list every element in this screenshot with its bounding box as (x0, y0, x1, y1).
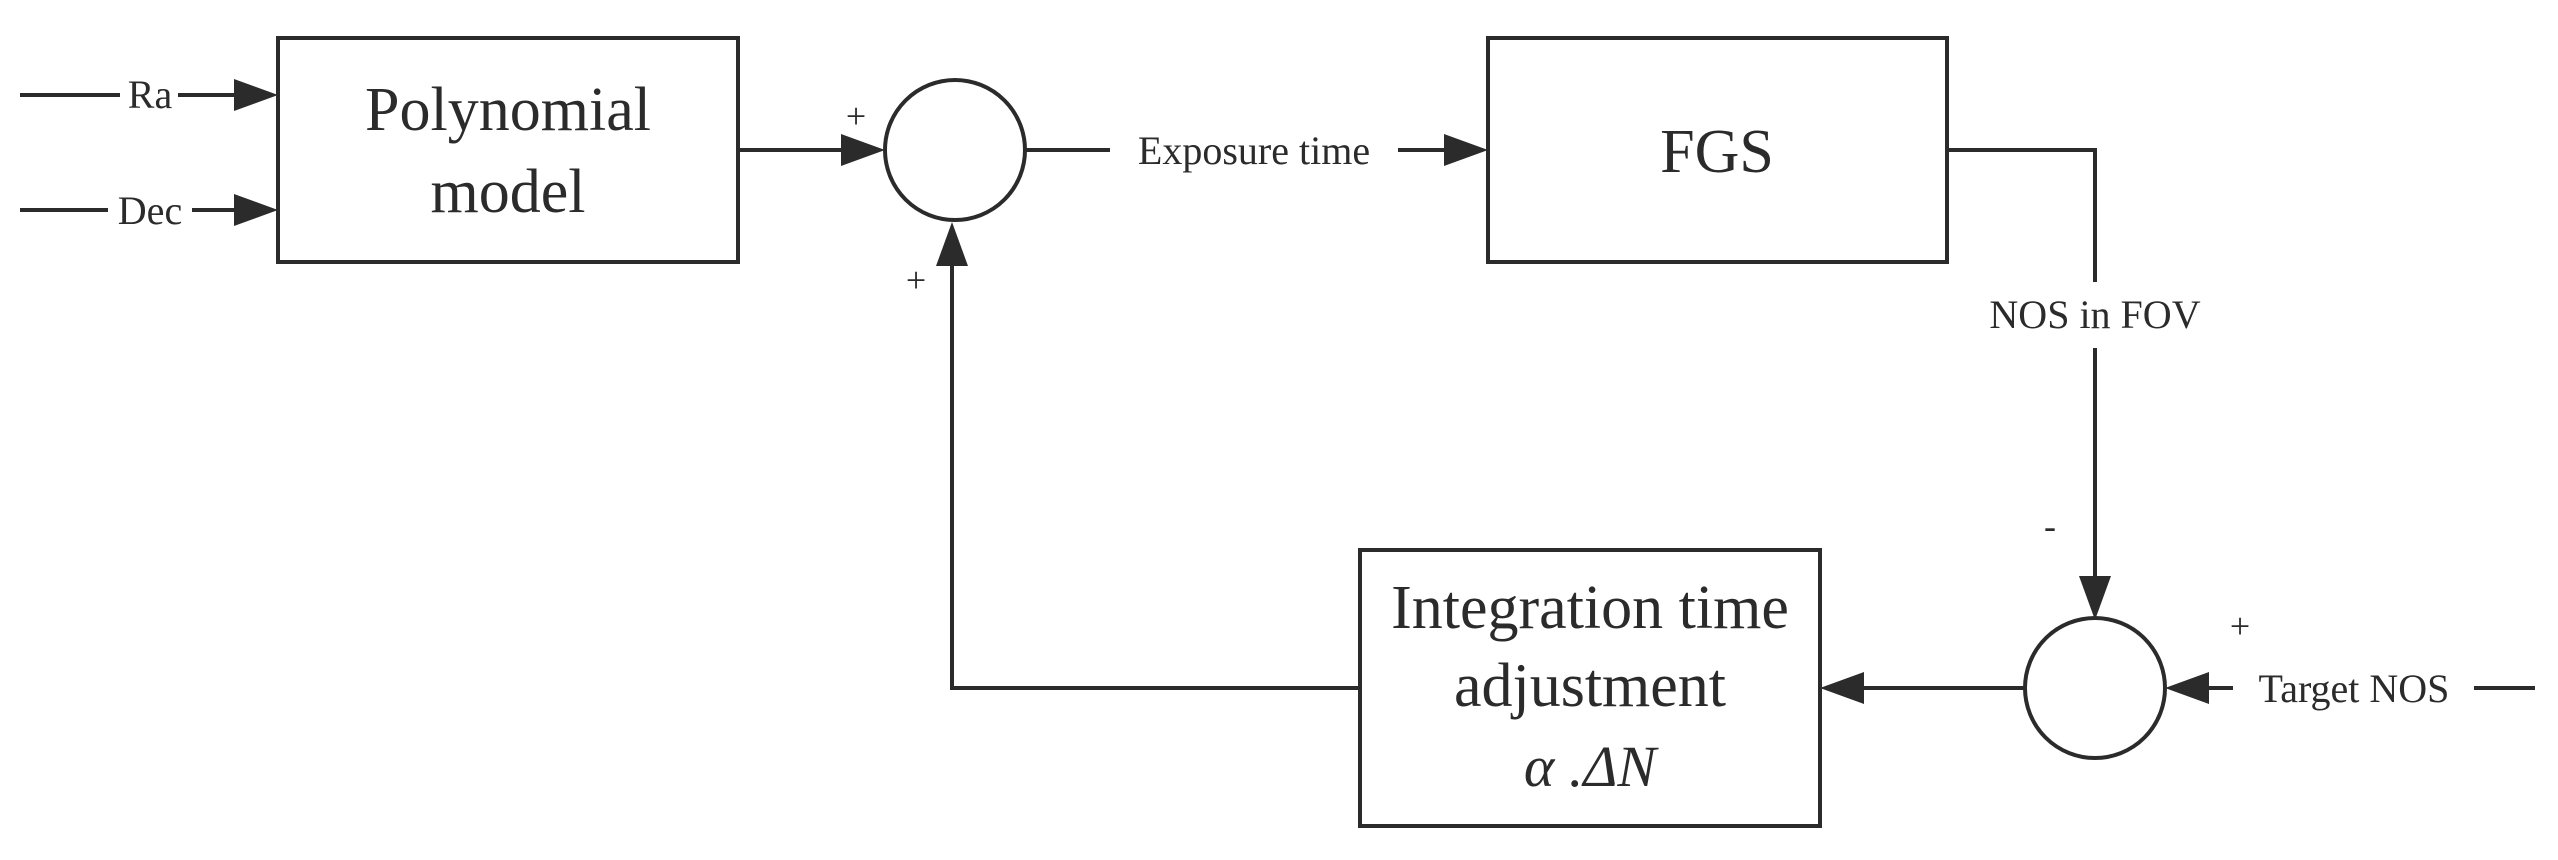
feedback-arrowhead-icon (936, 222, 968, 266)
error-arrowhead-icon (1820, 672, 1864, 704)
nos-arrowhead-icon (2079, 576, 2111, 620)
sum1-top-sign: + (846, 96, 866, 136)
target-nos-label: Target NOS (2259, 666, 2450, 711)
integration-label-line1: Integration time (1391, 574, 1789, 642)
fgs-output-line-top (1947, 148, 2097, 282)
integration-time-adjustment-block: Integration time adjustment α .ΔN (1358, 548, 1822, 828)
sum1-bottom-sign: + (906, 260, 926, 300)
target-nos-arrowhead-icon (2165, 672, 2209, 704)
integration-formula: α .ΔN (1524, 734, 1659, 799)
nos-in-fov-label: NOS in FOV (1989, 292, 2200, 337)
summing-junction-1 (883, 78, 1027, 222)
exposure-time-label: Exposure time (1138, 128, 1370, 173)
polynomial-model-block: Polynomial model (276, 36, 740, 264)
ra-label: Ra (128, 72, 173, 117)
sum2-right-sign: + (2230, 606, 2250, 646)
integration-label-line2: adjustment (1454, 652, 1726, 720)
sum2-top-sign: - (2044, 506, 2056, 546)
fgs-label: FGS (1660, 118, 1774, 186)
fgs-block: FGS (1486, 36, 1949, 264)
dec-label: Dec (118, 188, 182, 233)
poly-to-sum-arrowhead-icon (841, 134, 885, 166)
ra-arrowhead-icon (234, 79, 278, 111)
feedback-line (950, 260, 1360, 690)
dec-arrowhead-icon (234, 194, 278, 226)
polynomial-model-label-line2: model (431, 158, 586, 226)
exposure-arrowhead-icon (1444, 134, 1488, 166)
polynomial-model-label-line1: Polynomial (365, 76, 651, 144)
summing-junction-2 (2023, 616, 2167, 760)
